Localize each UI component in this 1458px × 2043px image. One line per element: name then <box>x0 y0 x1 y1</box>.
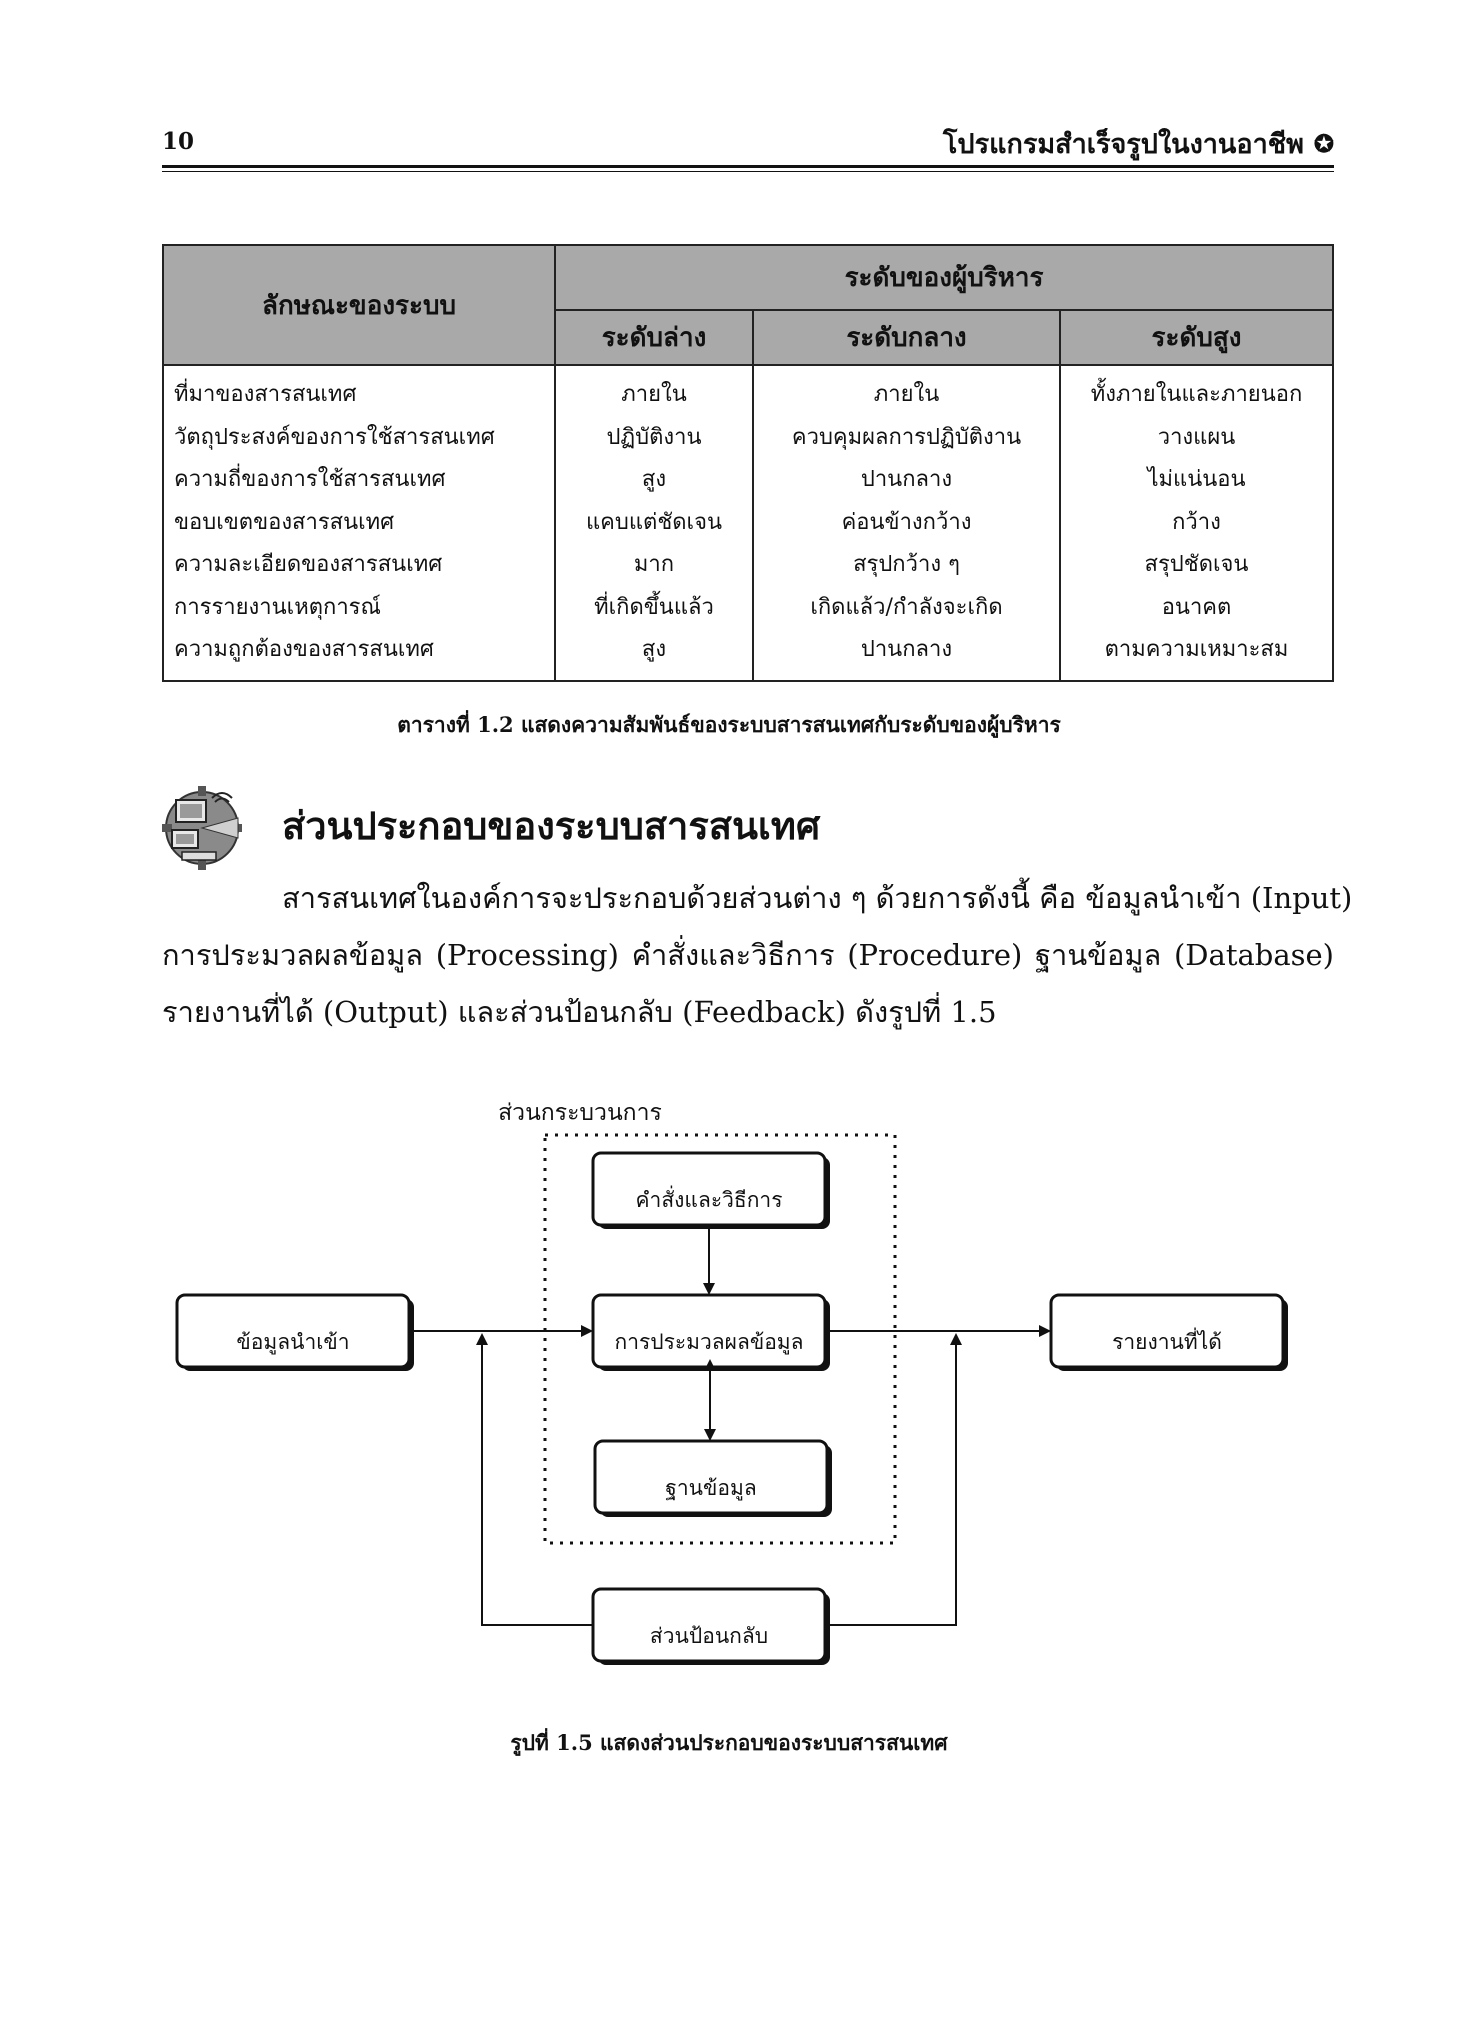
procedure-label: คำสั่งและวิธีการ <box>635 1188 783 1212</box>
management-level-table: ลักษณะของระบบ ระดับของผู้บริหาร ระดับล่า… <box>162 243 1334 682</box>
input-label: ข้อมูลนำเข้า <box>236 1330 350 1354</box>
output-box <box>1049 1293 1288 1371</box>
feature-item: ที่มาของสารสนเทศ <box>174 382 357 407</box>
mid-level-value: ปานกลาง <box>860 467 953 492</box>
running-header: โปรแกรมสำเร็จรูปในงานอาชีพ ✪ <box>943 122 1334 165</box>
mid-level-header: ระดับกลาง <box>752 309 1061 366</box>
feature-item: การรายงานเหตุการณ์ <box>174 594 381 620</box>
feature-item: ความถี่ของการใช้สารสนเทศ <box>174 467 446 492</box>
high-level-value: ตามความเหมาะสม <box>1104 637 1289 662</box>
header-rule-thick <box>162 165 1334 168</box>
feature-item: ความถูกต้องของสารสนเทศ <box>174 637 434 662</box>
computer-gear-icon <box>162 786 242 870</box>
low-level-header: ระดับล่าง <box>554 309 754 366</box>
table-caption: ตารางที่ 1.2 แสดงความสัมพันธ์ของระบบสารส… <box>397 712 1061 737</box>
book-title: โปรแกรมสำเร็จรูปในงานอาชีพ <box>942 129 1304 160</box>
feature-cell: ที่มาของสารสนเทศ วัตถุประสงค์ของการใช้สา… <box>162 365 556 682</box>
database-box <box>593 1439 832 1517</box>
low-level-value: ที่เกิดขึ้นแล้ว <box>594 594 714 620</box>
header-rule-thin <box>162 171 1334 172</box>
feedback-label: ส่วนป้อนกลับ <box>649 1624 769 1648</box>
high-level-value: อนาคต <box>1161 594 1232 620</box>
high-level-value: วางแผน <box>1157 424 1236 450</box>
low-level-value: แคบแต่ชัดเจน <box>586 509 722 535</box>
section-title: ส่วนประกอบของระบบสารสนเทศ <box>282 803 821 848</box>
page-number: 10 <box>162 128 195 155</box>
body-paragraph: สารสนเทศในองค์การจะประกอบด้วยส่วนต่าง ๆ … <box>162 870 1353 1041</box>
high-level-value: สรุปชัดเจน <box>1144 552 1249 577</box>
high-level-value: ไม่แน่นอน <box>1147 467 1246 492</box>
feature-item: ความละเอียดของสารสนเทศ <box>174 552 443 577</box>
process-group-border <box>543 1133 897 1545</box>
mid-level-cell: ภายใน ควบคุมผลการปฏิบัติงาน ปานกลาง ค่อน… <box>752 365 1061 682</box>
feature-item: ขอบเขตของสารสนเทศ <box>174 509 395 535</box>
high-level-value: กว้าง <box>1172 509 1221 535</box>
management-level-header: ระดับของผู้บริหาร <box>554 243 1334 312</box>
mid-level-value: ค่อนข้างกว้าง <box>841 509 972 535</box>
paragraph-line: รายงานที่ได้ (Output) และส่วนป้อนกลับ (F… <box>162 995 997 1029</box>
low-level-value: สูง <box>641 637 667 662</box>
low-level-value: ภายใน <box>621 382 687 407</box>
high-level-value: ทั้งภายในและภายนอก <box>1090 382 1303 407</box>
mid-level-value: ควบคุมผลการปฏิบัติงาน <box>791 424 1022 450</box>
mid-level-value: ภายใน <box>873 382 940 407</box>
database-label: ฐานข้อมูล <box>665 1476 757 1500</box>
mid-level-value: เกิดแล้ว/กำลังจะเกิด <box>810 594 1003 620</box>
mid-level-value: สรุปกว้าง ๆ <box>853 552 960 577</box>
low-level-cell: ภายใน ปฏิบัติงาน สูง แคบแต่ชัดเจน มาก ที… <box>554 365 754 682</box>
high-level-cell: ทั้งภายในและภายนอก วางแผน ไม่แน่นอน กว้า… <box>1059 365 1334 682</box>
feedback-box <box>591 1587 830 1665</box>
process-group-label: ส่วนกระบวนการ <box>498 1100 662 1126</box>
paragraph-line: สารสนเทศในองค์การจะประกอบด้วยส่วนต่าง ๆ … <box>282 881 1353 915</box>
feature-item: วัตถุประสงค์ของการใช้สารสนเทศ <box>174 424 495 450</box>
low-level-value: มาก <box>633 552 675 577</box>
processing-box <box>591 1293 830 1371</box>
low-level-value: ปฏิบัติงาน <box>606 424 702 450</box>
paragraph-line: การประมวลผลข้อมูล (Processing) คำสั่งและ… <box>162 938 1334 972</box>
feature-column-header: ลักษณะของระบบ <box>162 244 556 366</box>
flower-ornament-icon: ✪ <box>1313 129 1334 158</box>
low-level-value: สูง <box>641 467 667 492</box>
information-system-diagram <box>175 1133 1288 1665</box>
feedback-line-right <box>825 1333 962 1626</box>
mid-level-value: ปานกลาง <box>860 637 953 662</box>
figure-caption: รูปที่ 1.5 แสดงส่วนประกอบของระบบสารสนเทศ <box>510 1730 948 1755</box>
input-box <box>175 1293 414 1371</box>
processing-label: การประมวลผลข้อมูล <box>614 1330 804 1354</box>
feedback-line-left <box>476 1333 593 1626</box>
output-label: รายงานที่ได้ <box>1112 1330 1222 1354</box>
table-row: ที่มาของสารสนเทศ วัตถุประสงค์ของการใช้สา… <box>162 365 1334 682</box>
high-level-header: ระดับสูง <box>1059 309 1334 366</box>
